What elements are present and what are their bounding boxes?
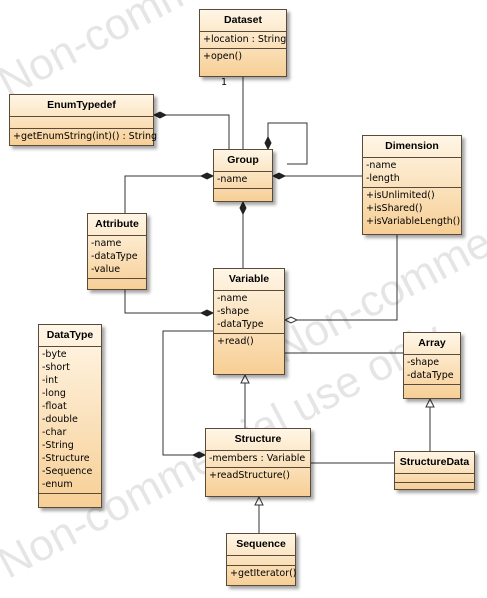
- composition-diamond-group-dimension: [271, 172, 287, 180]
- attribute: -members : Variable: [209, 453, 306, 464]
- generalization-arrow-variable: [240, 373, 250, 384]
- attributes-compartment: -name -shape -dataType: [214, 291, 284, 334]
- class-attribute[interactable]: Attribute -name -dataType -value: [87, 213, 147, 290]
- attribute: -char: [42, 427, 67, 438]
- attributes-compartment: [10, 117, 153, 129]
- attribute: -name: [366, 160, 397, 171]
- attribute: -Structure: [42, 453, 90, 464]
- edge-variable-dimension: [285, 235, 398, 321]
- class-name: StructureData: [395, 452, 474, 474]
- generalization-arrow-structure: [254, 495, 264, 506]
- class-array[interactable]: Array -shape -dataType: [403, 332, 461, 399]
- operation: +open(): [203, 51, 243, 62]
- class-name: EnumTypedef: [10, 95, 153, 117]
- class-name: DataType: [39, 325, 101, 347]
- operations-compartment: +getIterator(): [227, 566, 297, 582]
- operations-compartment: +read(): [214, 334, 284, 350]
- class-structuredata[interactable]: StructureData: [394, 451, 475, 490]
- operation: +getIterator(): [230, 568, 297, 579]
- attribute: -shape: [407, 357, 440, 368]
- edge-variable-attribute: [124, 290, 213, 314]
- edge-group-enumtypedef: [154, 114, 230, 149]
- attribute: +location : String: [203, 34, 287, 45]
- attribute: -short: [42, 362, 70, 373]
- attribute: -name: [217, 174, 248, 185]
- attributes-compartment: -byte -short -int -long -float -double -…: [39, 347, 101, 494]
- generalization-arrow-array: [425, 397, 435, 408]
- class-dimension[interactable]: Dimension -name -length +isUnlimited() +…: [362, 135, 462, 235]
- edge-group-attribute: [124, 175, 213, 213]
- attribute: -byte: [42, 349, 67, 360]
- operations-compartment: +isUnlimited() +isShared() +isVariableLe…: [363, 188, 461, 230]
- class-name: Attribute: [88, 214, 146, 236]
- operation: +isVariableLength(): [366, 216, 461, 227]
- operation: +getEnumString(int)() : String: [13, 131, 158, 142]
- class-sequence[interactable]: Sequence +getIterator(): [226, 533, 297, 586]
- class-name: Sequence: [227, 534, 295, 556]
- attribute: -shape: [217, 306, 250, 317]
- attributes-compartment: +location : String: [200, 32, 286, 49]
- operation: +isUnlimited(): [366, 190, 435, 201]
- attribute: -dataType: [407, 370, 454, 381]
- multiplicity-label: 1: [221, 77, 228, 88]
- operation: +read(): [217, 336, 254, 347]
- class-variable[interactable]: Variable -name -shape -dataType +read(): [213, 268, 285, 375]
- class-name: Dataset: [200, 10, 286, 32]
- attributes-compartment: -members : Variable: [206, 451, 310, 468]
- attributes-compartment: -name -dataType -value: [88, 236, 146, 279]
- aggregation-diamond-variable-dimension: [283, 316, 299, 324]
- attribute: -float: [42, 401, 67, 412]
- operations-compartment: [39, 494, 101, 503]
- class-structure[interactable]: Structure -members : Variable +readStruc…: [205, 428, 311, 497]
- operation: +readStructure(): [209, 470, 290, 481]
- composition-diamond-group-variable: [239, 200, 247, 216]
- attribute: -dataType: [91, 251, 138, 262]
- attribute: -length: [366, 173, 400, 184]
- composition-diamond-group-attribute: [199, 172, 215, 180]
- attribute: -name: [91, 238, 122, 249]
- attribute: -double: [42, 414, 78, 425]
- composition-diamond-structure-variable: [191, 451, 207, 459]
- operations-compartment: +getEnumString(int)() : String: [10, 129, 158, 145]
- operation: +isShared(): [366, 203, 423, 214]
- edge-group-self: [267, 122, 308, 165]
- operations-compartment: +open(): [200, 49, 286, 65]
- class-group[interactable]: Group -name: [213, 149, 273, 202]
- composition-diamond-group-self: [264, 135, 272, 151]
- class-name: Structure: [206, 429, 310, 451]
- class-dataset[interactable]: Dataset +location : String +open(): [199, 9, 287, 77]
- operations-compartment: [404, 385, 460, 394]
- attribute: -dataType: [217, 319, 264, 330]
- class-name: Dimension: [363, 136, 461, 158]
- operations-compartment: [214, 189, 272, 198]
- attribute: -int: [42, 375, 58, 386]
- class-datatype[interactable]: DataType -byte -short -int -long -float …: [38, 324, 102, 508]
- attributes-compartment: -shape -dataType: [404, 355, 460, 385]
- attributes-compartment: [227, 556, 295, 566]
- attributes-compartment: [395, 474, 474, 483]
- attribute: -enum: [42, 479, 73, 490]
- composition-diamond-enumtypedef: [152, 111, 168, 119]
- operations-compartment: [395, 483, 474, 491]
- class-name: Array: [404, 333, 460, 355]
- attribute: -value: [91, 264, 121, 275]
- attribute: -long: [42, 388, 66, 399]
- attributes-compartment: -name: [214, 172, 272, 189]
- attribute: -Sequence: [42, 466, 93, 477]
- operations-compartment: +readStructure(): [206, 468, 310, 484]
- operations-compartment: [88, 279, 146, 288]
- attributes-compartment: -name -length: [363, 158, 461, 188]
- composition-diamond-variable-attribute: [199, 309, 215, 317]
- class-enumtypedef[interactable]: EnumTypedef +getEnumString(int)() : Stri…: [9, 94, 158, 146]
- attribute: -name: [217, 293, 248, 304]
- attribute: -String: [42, 440, 74, 451]
- class-name: Variable: [214, 269, 284, 291]
- class-name: Group: [214, 150, 272, 172]
- edge-structure-variable-comp: [162, 330, 213, 456]
